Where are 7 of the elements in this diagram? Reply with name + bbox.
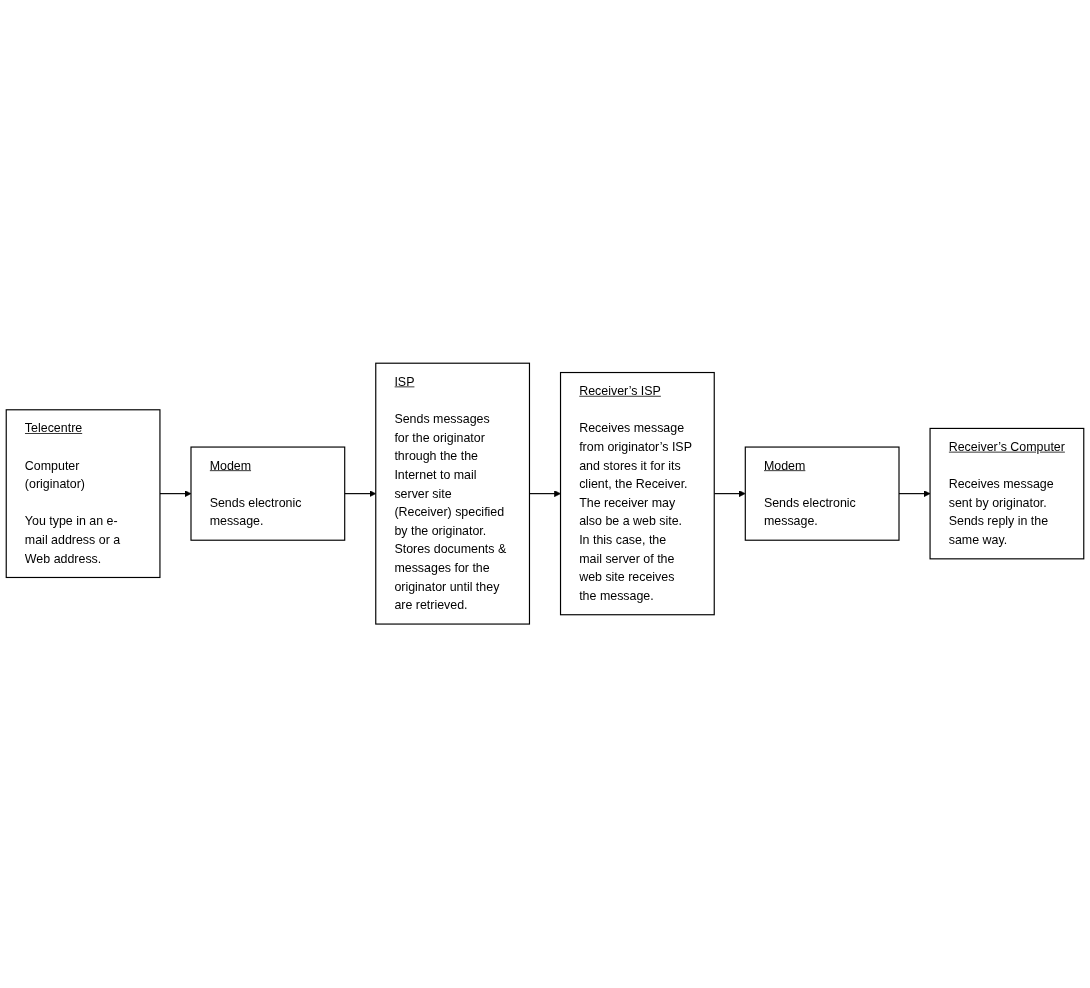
- node-box: Receiver’s ISP Receives message from originator’s ISP and stores it for its client, the Receiver. The receiver may also be a web site. In this case, the mail server of the web site receives the message.: [559, 372, 715, 616]
- node-box: Modem Sends electronic message.: [190, 446, 346, 542]
- node-box: ISP Sends messages for the originator through the the Internet to mail server site (Receiver) specified by the originator. Stores documents & messages for the originator until they are retrieved.: [375, 363, 531, 625]
- arrow: [159, 490, 192, 498]
- node-box: Modem Sends electronic message.: [744, 446, 900, 542]
- node-box: Receiver’s Computer Receives message sent by originator. Sends reply in the same way.: [929, 428, 1085, 560]
- node-box: Telecentre Computer (originator) You type in an e-mail address or a Web address.: [5, 409, 161, 579]
